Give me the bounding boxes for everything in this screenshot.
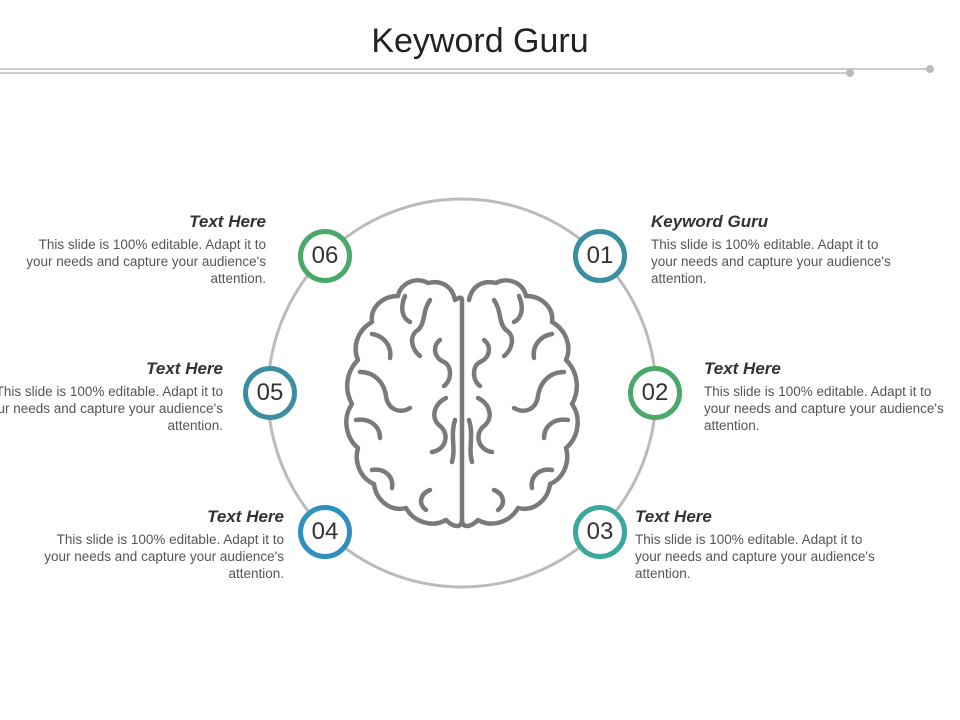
- block-body: This slide is 100% editable. Adapt it to…: [26, 236, 266, 287]
- badge-number: 01: [587, 242, 614, 270]
- block-body: This slide is 100% editable. Adapt it to…: [635, 531, 875, 582]
- badge-04: 04: [298, 505, 352, 559]
- block-heading: Text Here: [44, 507, 284, 527]
- badge-number: 05: [257, 379, 284, 407]
- text-block-01: Keyword Guru This slide is 100% editable…: [651, 212, 891, 287]
- badge-03: 03: [573, 505, 627, 559]
- block-body: This slide is 100% editable. Adapt it to…: [44, 531, 284, 582]
- badge-01: 01: [573, 229, 627, 283]
- badge-05: 05: [243, 366, 297, 420]
- text-block-02: Text Here This slide is 100% editable. A…: [704, 359, 944, 434]
- block-heading: Text Here: [26, 212, 266, 232]
- badge-02: 02: [628, 366, 682, 420]
- badge-06: 06: [298, 229, 352, 283]
- block-heading: Text Here: [0, 359, 223, 379]
- text-block-05: Text Here This slide is 100% editable. A…: [0, 359, 223, 434]
- block-heading: Text Here: [704, 359, 944, 379]
- block-body: This slide is 100% editable. Adapt it to…: [651, 236, 891, 287]
- block-body: This slide is 100% editable. Adapt it to…: [704, 383, 944, 434]
- block-heading: Text Here: [635, 507, 875, 527]
- text-block-06: Text Here This slide is 100% editable. A…: [26, 212, 266, 287]
- badge-number: 06: [312, 242, 339, 270]
- block-body: This slide is 100% editable. Adapt it to…: [0, 383, 223, 434]
- text-block-04: Text Here This slide is 100% editable. A…: [44, 507, 284, 582]
- text-block-03: Text Here This slide is 100% editable. A…: [635, 507, 875, 582]
- badge-number: 04: [312, 518, 339, 546]
- badge-number: 03: [587, 518, 614, 546]
- brain-icon: [346, 280, 577, 526]
- badge-number: 02: [642, 379, 669, 407]
- block-heading: Keyword Guru: [651, 212, 891, 232]
